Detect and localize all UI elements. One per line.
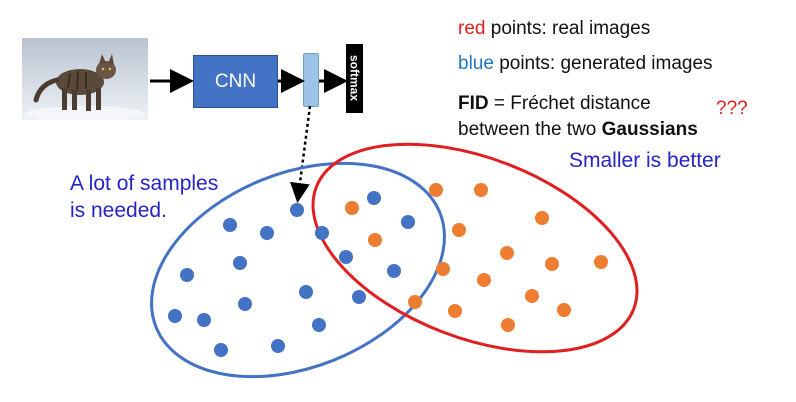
fid-bold: FID (458, 93, 489, 114)
legend-blue-rest: points: generated images (493, 53, 713, 74)
generated-point (214, 343, 228, 357)
generated-point (260, 226, 274, 240)
legend-blue-line: blue points: generated images (458, 53, 713, 75)
gaussians-line: between the two Gaussians (458, 119, 698, 141)
generated-point (197, 313, 211, 327)
generated-distribution-ellipse (150, 161, 446, 379)
cnn-label: CNN (214, 70, 257, 92)
note-line-1: A lot of samples (70, 172, 219, 195)
real-point (535, 211, 549, 225)
generated-point (299, 285, 313, 299)
question-marks: ??? (716, 98, 748, 119)
note-line-2: is needed. (70, 199, 167, 222)
real-point (368, 233, 382, 247)
real-point (436, 262, 450, 276)
cat-image (22, 38, 148, 120)
generated-point (339, 250, 353, 264)
real-point (474, 183, 488, 197)
generated-point (290, 203, 304, 217)
generated-point (315, 226, 329, 240)
cnn-box: CNN (193, 55, 278, 108)
generated-point (401, 215, 415, 229)
cat-photo-icon (25, 54, 145, 120)
generated-point (387, 264, 401, 278)
generated-point (367, 191, 381, 205)
real-point (525, 289, 539, 303)
gaussians-bold: Gaussians (601, 119, 698, 140)
generated-points (168, 191, 415, 357)
fid-line: FID = Fréchet distance (458, 93, 651, 115)
real-point (545, 257, 559, 271)
real-point (345, 201, 359, 215)
legend-blue-word: blue (458, 53, 494, 74)
softmax-label: softmax (347, 55, 362, 102)
fid-rest: = Fréchet distance (488, 93, 651, 114)
generated-point (352, 290, 366, 304)
generated-point (223, 218, 237, 232)
real-point (477, 273, 491, 287)
generated-point (233, 256, 247, 270)
real-points (345, 183, 608, 332)
dotted-arrow-down-icon (290, 105, 312, 203)
real-point (557, 303, 571, 317)
legend-red-line: red points: real images (458, 18, 650, 40)
generated-point (312, 318, 326, 332)
smaller-is-better: Smaller is better (569, 149, 721, 172)
real-distribution-ellipse (311, 142, 639, 354)
real-point (408, 295, 422, 309)
generated-point (168, 309, 182, 323)
real-point (500, 246, 514, 260)
legend-red-rest: points: real images (485, 18, 651, 39)
real-point (429, 183, 443, 197)
real-point (452, 223, 466, 237)
softmax-box: softmax (346, 44, 363, 113)
generated-point (271, 339, 285, 353)
real-point (448, 304, 462, 318)
real-point (594, 255, 608, 269)
legend-red-word: red (458, 18, 486, 39)
generated-point (238, 297, 252, 311)
gaussians-prefix: between the two (458, 119, 602, 140)
real-point (501, 318, 515, 332)
generated-point (180, 268, 194, 282)
